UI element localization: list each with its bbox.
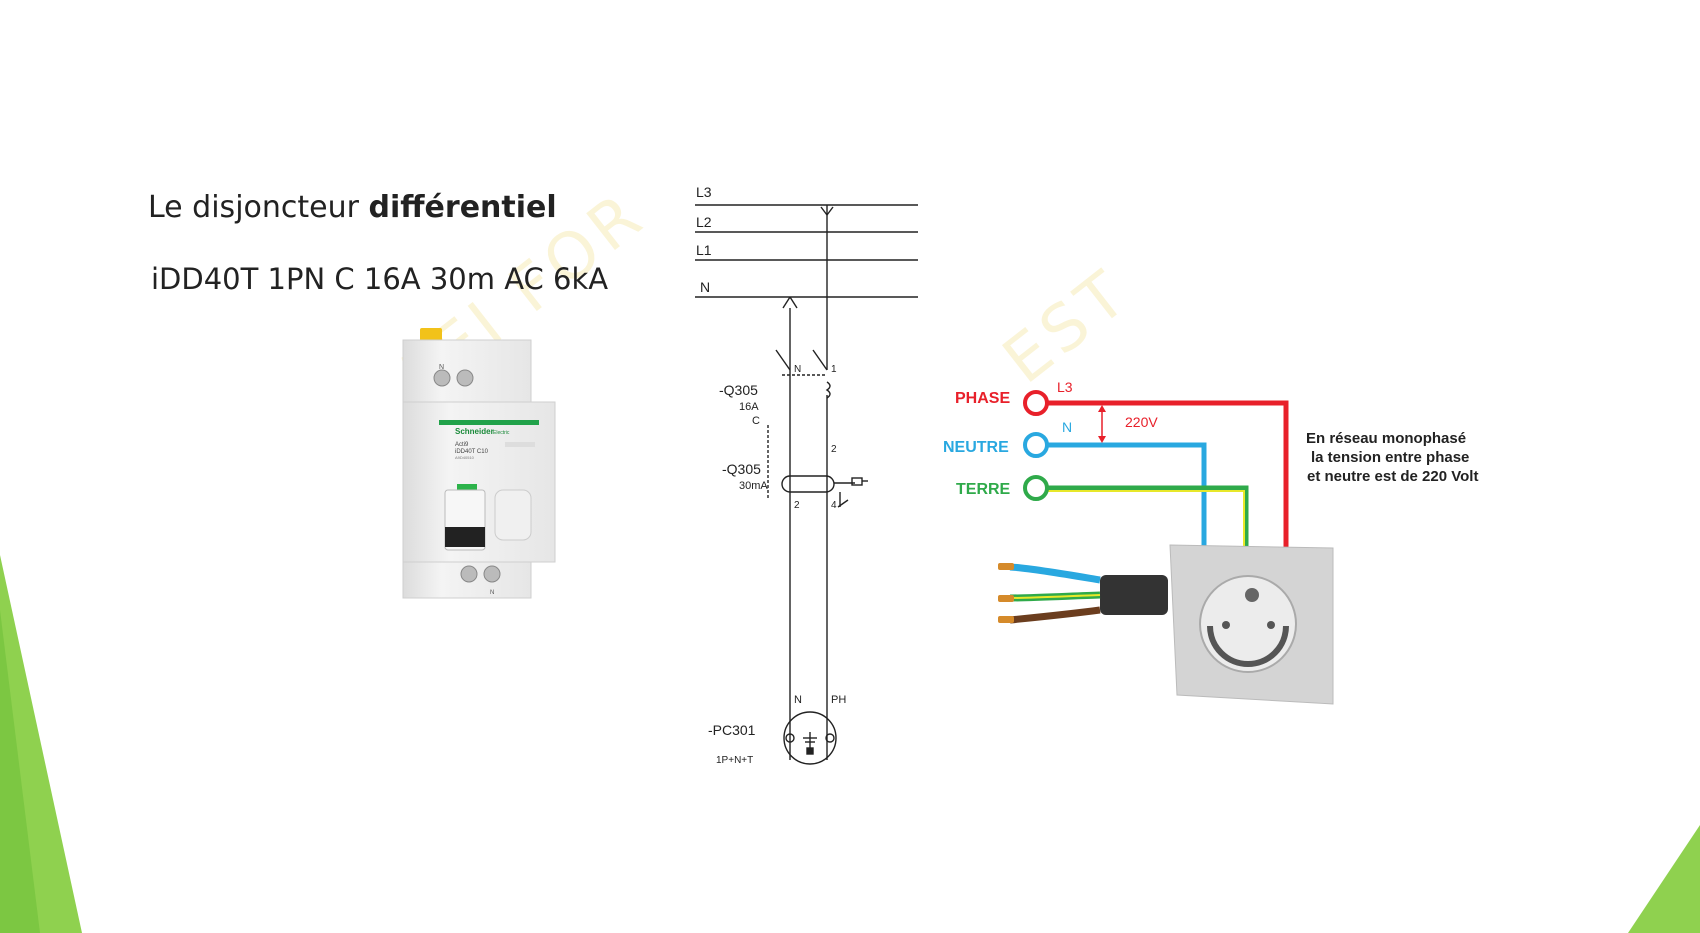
earth-wire <box>1036 485 1249 554</box>
breaker-product-image: N Schneider Electric Acti9 iDD40T C10 A9… <box>402 328 556 599</box>
earth-wire-yellow <box>1036 490 1245 554</box>
label-plate <box>505 442 535 447</box>
breaker-curve: C <box>752 415 760 427</box>
screw-terminal <box>483 565 501 583</box>
brand-name: Schneider <box>455 427 494 436</box>
title-bold: différentiel <box>368 190 557 225</box>
green-stripe <box>439 420 539 425</box>
socket-recess <box>1207 625 1289 667</box>
title-prefix: Le disjoncteur <box>148 190 369 225</box>
terminal-2-top: 2 <box>831 444 837 455</box>
product-range: Acti9 <box>455 442 469 448</box>
electrical-schematic: L3 L2 L1 N -Q305 16A C -Q305 30mA N 1 2 … <box>695 184 918 766</box>
socket-n-label: N <box>794 694 802 706</box>
phase-line-label: L3 <box>1057 379 1073 395</box>
label-l3: L3 <box>696 184 712 200</box>
neutral-terminal <box>1023 432 1049 458</box>
accent-triangle-right <box>1628 825 1700 933</box>
neutral-contact <box>775 349 791 371</box>
product-model: iDD40T C10 <box>455 449 489 455</box>
test-indicator <box>457 484 477 494</box>
cable-core-blue <box>1009 563 1101 584</box>
socket-id: -PC301 <box>708 722 756 738</box>
socket-type: 1P+N+T <box>716 755 753 766</box>
slide-title: Le disjoncteur différentiel <box>148 190 557 225</box>
terminal-n: N <box>794 364 801 375</box>
label-n: N <box>700 279 710 295</box>
earth-label: TERRE <box>956 481 1011 498</box>
product-ref: A9D40510 <box>455 455 475 460</box>
socket-hole <box>1267 621 1275 629</box>
cable-core-brown <box>1009 606 1101 624</box>
voltage-label: 220V <box>1125 414 1158 430</box>
socket-hole <box>1222 621 1230 629</box>
label-l1: L1 <box>696 242 712 258</box>
phase-wire <box>1036 400 1289 554</box>
terminal-4: 4 <box>831 500 837 511</box>
toggle-base <box>445 527 485 547</box>
rcd-id: -Q305 <box>722 461 761 477</box>
product-top-mark: N <box>439 364 444 371</box>
yellow-clip <box>420 328 442 342</box>
accent-triangle-left-shade <box>0 610 40 933</box>
phase-label: PHASE <box>955 390 1010 407</box>
breaker-id: -Q305 <box>719 382 758 398</box>
note-line-1: En réseau monophasé <box>1306 430 1466 447</box>
phase-terminal <box>1023 390 1049 416</box>
neutral-line-label: N <box>1062 419 1072 435</box>
screw-terminal <box>460 565 478 583</box>
neutral-wire <box>1036 442 1207 554</box>
socket-symbol <box>783 711 837 765</box>
terminal-1: 1 <box>831 364 837 375</box>
slide-subtitle: iDD40T 1PN C 16A 30m AC 6kA <box>151 262 609 296</box>
cable-sheath <box>1100 575 1168 615</box>
breaker-rating: 16A <box>739 401 759 413</box>
product-bottom-mark: N <box>490 590 494 596</box>
screw-terminal <box>433 369 451 387</box>
socket-ph-label: PH <box>831 694 846 706</box>
note-line-3: et neutre est de 220 Volt <box>1307 468 1478 485</box>
label-l2: L2 <box>696 214 712 230</box>
earth-terminal <box>1023 475 1049 501</box>
earth-pin <box>1245 588 1259 602</box>
magnetic-trip <box>825 381 831 399</box>
socket-wiring-illustration: PHASE NEUTRE TERRE L3 N 220V En réseau m… <box>943 379 1478 705</box>
note-line-2: la tension entre phase <box>1311 449 1469 466</box>
terminal-2: 2 <box>794 500 800 511</box>
rcd-toroid <box>781 475 835 493</box>
phase-contact <box>812 349 828 371</box>
neutral-label: NEUTRE <box>943 439 1009 456</box>
rcd-lever <box>494 489 532 541</box>
brand-sub: Electric <box>493 430 510 436</box>
screw-terminal <box>456 369 474 387</box>
socket-face <box>1199 575 1297 673</box>
rcd-sensitivity: 30mA <box>739 480 768 492</box>
